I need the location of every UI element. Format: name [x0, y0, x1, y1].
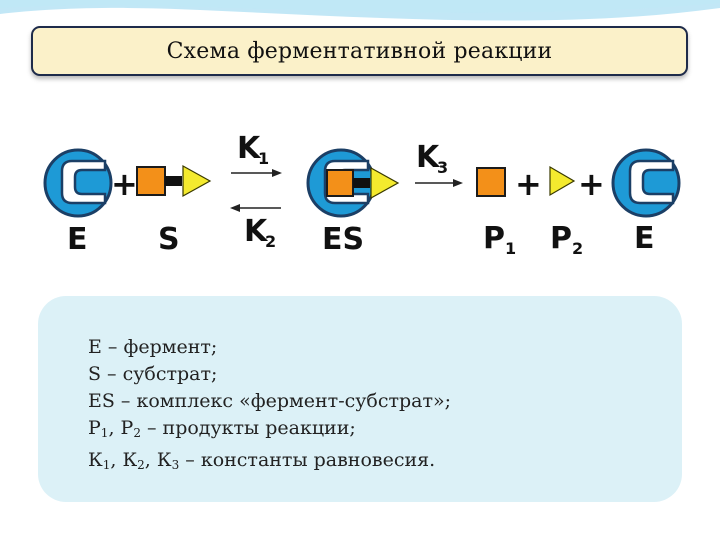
- legend-item-products: Р1, Р2 – продукты реакции;: [88, 417, 356, 440]
- label-e-right: E: [634, 221, 655, 256]
- label-p1: P 1: [483, 221, 516, 258]
- svg-text:P: P: [483, 221, 505, 256]
- svg-text:2: 2: [265, 232, 276, 251]
- svg-text:3: 3: [437, 158, 448, 177]
- reverse-arrow-icon: [230, 204, 281, 212]
- enzyme-icon: [43, 148, 113, 218]
- label-e-left: E: [67, 222, 88, 257]
- label-p2: P 2: [550, 221, 583, 258]
- legend-list: Е – фермент; S – субстрат; ES – комплекс…: [88, 334, 451, 479]
- svg-text:K: K: [244, 214, 269, 249]
- reaction-scheme: + E S K 1 K 2 ES K 3 +: [43, 131, 681, 258]
- legend-item-enzyme: Е – фермент;: [88, 336, 218, 358]
- product-p2-icon: [549, 165, 576, 197]
- legend-panel: [38, 296, 682, 502]
- label-k3: K 3: [416, 140, 448, 177]
- substrate-icon: [136, 164, 212, 198]
- title-banner: Схема ферментативной реакции: [31, 26, 688, 76]
- plus-sign: +: [515, 165, 542, 203]
- label-es: ES: [322, 222, 364, 257]
- label-k2: K 2: [244, 214, 276, 251]
- legend-item-complex: ES – комплекс «фермент-субстрат»;: [88, 390, 452, 412]
- plus-sign: +: [578, 165, 605, 203]
- plus-sign: +: [111, 165, 138, 203]
- svg-text:1: 1: [258, 149, 269, 168]
- label-k1: K 1: [237, 131, 269, 168]
- legend-item-constants: К1, К2, К3 – константы равновесия.: [88, 449, 436, 472]
- page-title: Схема ферментативной реакции: [166, 38, 553, 64]
- label-s: S: [158, 222, 180, 257]
- legend-item-substrate: S – субстрат;: [88, 363, 218, 385]
- svg-text:1: 1: [505, 239, 516, 258]
- header-swoosh-decoration: [0, 0, 720, 21]
- svg-text:2: 2: [572, 239, 583, 258]
- product-p1-icon: [476, 167, 506, 197]
- svg-text:P: P: [550, 221, 572, 256]
- enzyme-icon: [611, 148, 681, 218]
- svg-text:K: K: [237, 131, 262, 166]
- forward-arrow-icon: [231, 169, 282, 177]
- es-complex-icon: [306, 148, 400, 218]
- svg-text:K: K: [416, 140, 441, 175]
- product-arrow-icon: [415, 179, 463, 187]
